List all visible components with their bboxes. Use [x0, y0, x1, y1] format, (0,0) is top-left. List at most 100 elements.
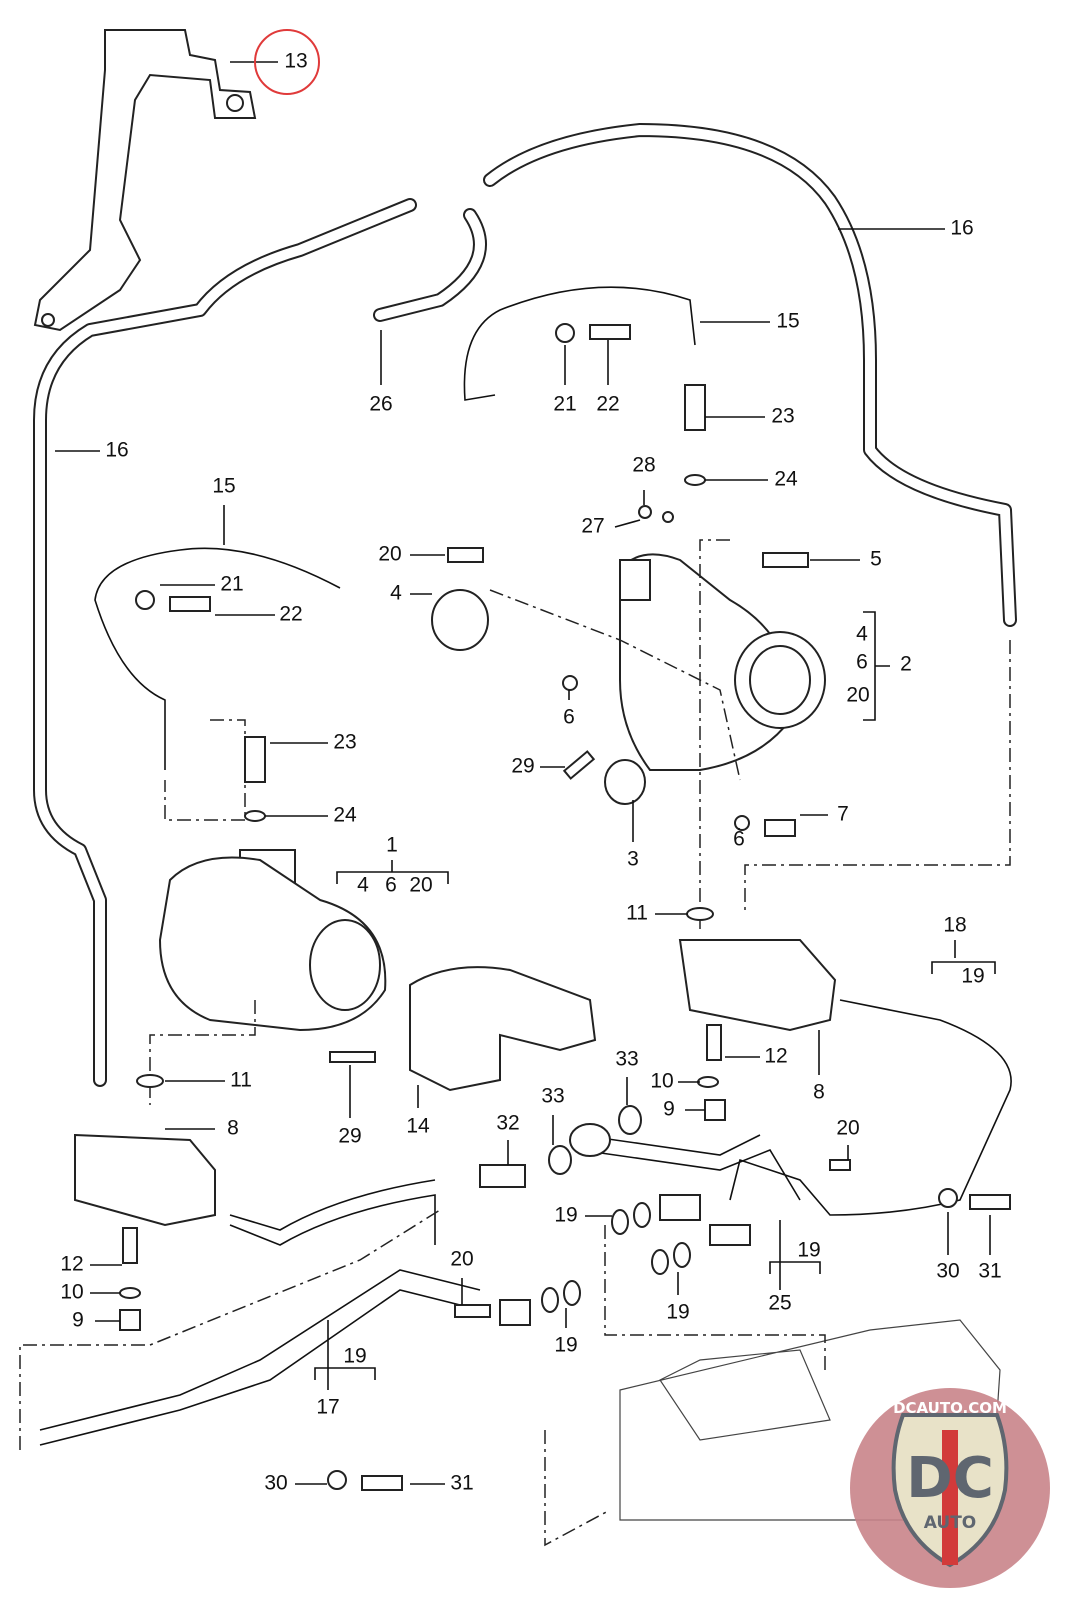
callout-9: 9 [663, 1098, 675, 1121]
callout-29: 29 [338, 1125, 361, 1148]
dash-line [489, 589, 741, 781]
callout-20: 20 [836, 1117, 859, 1140]
bracket-13 [33, 29, 257, 332]
callout-6: 6 [563, 706, 575, 729]
group-bracket [931, 961, 996, 974]
callout-6: 6 [733, 828, 745, 851]
callout-20: 20 [450, 1248, 473, 1271]
small-parts [119, 323, 1011, 1491]
callout-20: 20 [846, 684, 869, 707]
pipe-16-left [33, 198, 417, 1087]
dcauto-logo: DCAUTO.COM DC AUTO [850, 1388, 1050, 1588]
callout-7: 7 [837, 803, 849, 826]
callout-12: 12 [764, 1045, 787, 1068]
pipe-18 [729, 999, 1012, 1216]
logo-top-text: DCAUTO.COM [893, 1399, 1007, 1417]
callout-18: 18 [943, 914, 966, 937]
callout-22: 22 [279, 603, 302, 626]
turbocharger-right [431, 553, 826, 771]
callout-11: 11 [230, 1069, 252, 1092]
highlight-circle [254, 29, 320, 95]
pipe-left-lower [229, 1179, 436, 1246]
leader-lines [55, 61, 996, 1485]
callout-8: 8 [227, 1117, 239, 1140]
logo-sub-text: AUTO [924, 1513, 977, 1533]
callout-10: 10 [60, 1281, 83, 1304]
callout-12: 12 [60, 1253, 83, 1276]
callout-33: 33 [541, 1085, 564, 1108]
group-bracket [863, 611, 890, 721]
callout-17: 17 [316, 1396, 339, 1419]
dash-line [544, 1430, 611, 1547]
callout-9: 9 [72, 1309, 84, 1332]
callout-3: 3 [627, 848, 639, 871]
callout-6: 6 [385, 874, 397, 897]
callout-27: 27 [581, 515, 604, 538]
callout-6: 6 [856, 651, 868, 674]
bracket-hole [226, 94, 244, 112]
callout-31: 31 [978, 1260, 1001, 1283]
callout-2: 2 [900, 653, 912, 676]
callout-16: 16 [950, 217, 973, 240]
turbocharger-left [158, 849, 597, 1092]
leader-line [614, 519, 641, 528]
group-bracket [769, 1261, 821, 1274]
callout-33: 33 [615, 1048, 638, 1071]
pipe-32 [579, 1134, 801, 1201]
group-bracket [336, 871, 449, 884]
callout-26: 26 [369, 393, 392, 416]
bracket-hole [41, 313, 55, 327]
callout-10: 10 [650, 1070, 673, 1093]
callout-15: 15 [776, 310, 799, 333]
callout-5: 5 [870, 548, 882, 571]
callout-29: 29 [511, 755, 534, 778]
group-bracket [314, 1367, 376, 1380]
callout-13: 13 [284, 50, 307, 73]
pipe-16-right [483, 123, 1017, 627]
valve-8-right [678, 939, 837, 1032]
oil-line-15-upper [463, 286, 696, 401]
callout-20: 20 [378, 543, 401, 566]
callout-24: 24 [774, 468, 798, 491]
callout-4: 4 [390, 582, 402, 605]
logo-stripe [942, 1430, 958, 1565]
engine-block [619, 1319, 1001, 1521]
callout-25: 25 [768, 1292, 791, 1315]
valve-8-left [74, 1133, 216, 1227]
dash-line [744, 640, 1011, 915]
logo-mark: DC [906, 1446, 994, 1511]
callout-24: 24 [333, 804, 357, 827]
callout-23: 23 [333, 731, 356, 754]
callout-19: 19 [343, 1345, 366, 1368]
callout-19: 19 [554, 1334, 577, 1357]
callout-21: 21 [553, 393, 576, 416]
callout-15: 15 [212, 475, 235, 498]
dash-line [699, 539, 730, 930]
callout-19: 19 [797, 1239, 820, 1262]
dash-line [149, 1000, 256, 1105]
oil-line-15-lower [94, 547, 341, 770]
dash-line [604, 1225, 826, 1370]
callout-16: 16 [105, 439, 128, 462]
callout-11: 11 [626, 902, 648, 925]
callout-23: 23 [771, 405, 794, 428]
dash-line [19, 1209, 441, 1450]
callout-19: 19 [961, 965, 984, 988]
callout-30: 30 [264, 1472, 287, 1495]
callout-19: 19 [666, 1301, 689, 1324]
callout-14: 14 [406, 1115, 430, 1138]
callout-4: 4 [357, 874, 369, 897]
callout-31: 31 [450, 1472, 473, 1495]
callout-4: 4 [856, 623, 868, 646]
callout-19: 19 [554, 1204, 577, 1227]
callout-21: 21 [220, 573, 243, 596]
callout-8: 8 [813, 1081, 825, 1104]
callout-30: 30 [936, 1260, 959, 1283]
drawing [19, 29, 1017, 1547]
callout-1: 1 [386, 834, 398, 857]
dash-line [164, 719, 246, 821]
callout-20: 20 [409, 874, 432, 897]
pipe-17 [39, 1269, 481, 1446]
